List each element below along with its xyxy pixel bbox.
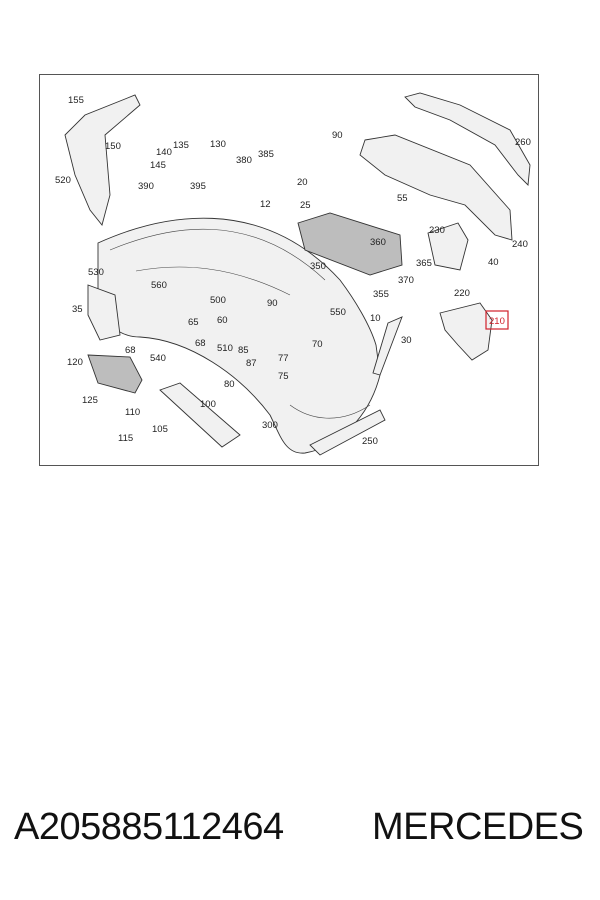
trim-strip-100-part (159, 382, 241, 448)
callout-300: 300 (262, 420, 278, 431)
callout-12: 12 (260, 199, 271, 210)
footer: A205885112464 MERCEDES (0, 806, 600, 858)
callout-85: 85 (238, 345, 249, 356)
callout-77: 77 (278, 353, 289, 364)
callout-390: 390 (138, 181, 154, 192)
callout-530: 530 (88, 267, 104, 278)
callout-260-top: 260 (515, 137, 531, 148)
reinforcement-bar-part (297, 212, 403, 276)
callout-360: 360 (370, 237, 386, 248)
callout-125: 125 (82, 395, 98, 406)
bracket-230-part (427, 222, 469, 271)
callout-20: 20 (297, 177, 308, 188)
callout-510: 510 (217, 343, 233, 354)
callout-75: 75 (278, 371, 289, 382)
bracket-120-part (87, 354, 143, 394)
side-bracket-left-part (64, 94, 141, 226)
callout-540: 540 (150, 353, 166, 364)
callout-395: 395 (190, 181, 206, 192)
callout-550: 550 (330, 307, 346, 318)
callout-80: 80 (224, 379, 235, 390)
callout-130: 130 (210, 139, 226, 150)
callout-100: 100 (200, 399, 216, 410)
callout-35: 35 (72, 304, 83, 315)
side-panel-210-part (439, 302, 493, 361)
callout-230: 230 (429, 225, 445, 236)
callout-10: 10 (370, 313, 381, 324)
callout-68: 68 (195, 338, 206, 349)
callout-250: 250 (362, 436, 378, 447)
parts-diagram: 155 150 520 140 135 130 145 380 385 390 … (39, 74, 539, 466)
callout-520: 520 (55, 175, 71, 186)
callout-220: 220 (454, 288, 470, 299)
brand-name: MERCEDES (372, 806, 584, 848)
callout-560: 560 (151, 280, 167, 291)
callout-105: 105 (152, 424, 168, 435)
callout-65: 65 (188, 317, 199, 328)
callout-350: 350 (310, 261, 326, 272)
callout-87: 87 (246, 358, 257, 369)
callout-55: 55 (397, 193, 408, 204)
callout-30: 30 (401, 335, 412, 346)
callout-370: 370 (398, 275, 414, 286)
spoiler-part (404, 92, 531, 186)
callout-25: 25 (300, 200, 311, 211)
diffuser-part (359, 134, 513, 241)
lower-molding-250-part (309, 409, 386, 456)
bumper-exploded-view: 155 150 520 140 135 130 145 380 385 390 … (55, 92, 531, 456)
callout-500: 500 (210, 295, 226, 306)
callout-355: 355 (373, 289, 389, 300)
callout-120: 120 (67, 357, 83, 368)
callout-385: 385 (258, 149, 274, 160)
callout-155: 155 (68, 95, 84, 106)
callout-135: 135 (173, 140, 189, 151)
callout-60: 60 (217, 315, 228, 326)
callout-365: 365 (416, 258, 432, 269)
callout-380: 380 (236, 155, 252, 166)
guide-35-part (87, 284, 121, 341)
callout-110: 110 (125, 407, 140, 418)
callout-40: 40 (488, 257, 499, 268)
strip-30-part (372, 316, 403, 376)
callout-90-top: 90 (332, 130, 343, 141)
part-number: A205885112464 (14, 806, 284, 848)
highlight-box-210 (485, 310, 509, 330)
callout-68-left: 68 (125, 345, 136, 356)
callout-140: 140 (156, 147, 172, 158)
callout-90: 90 (267, 298, 278, 309)
callout-115: 115 (118, 433, 133, 444)
callout-210: 210 (489, 316, 505, 327)
callout-150: 150 (105, 141, 121, 152)
callout-145: 145 (150, 160, 166, 171)
callout-70: 70 (312, 339, 323, 350)
callout-240: 240 (512, 239, 528, 250)
